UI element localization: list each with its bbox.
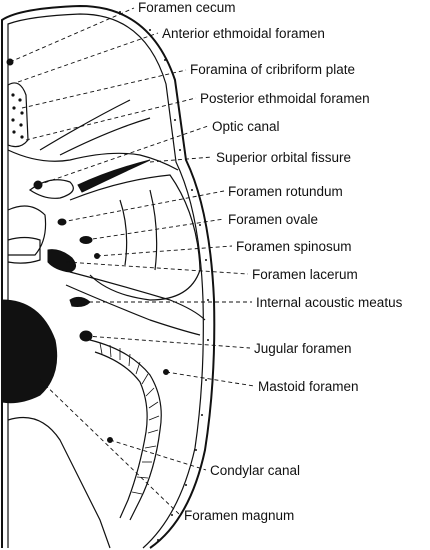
label-foramen-cecum: Foramen cecum (138, 0, 236, 15)
cribriform-plate (7, 82, 29, 148)
label-condylar-canal: Condylar canal (210, 463, 300, 478)
label-anterior-ethmoidal-foramen: Anterior ethmoidal foramen (162, 26, 325, 41)
label-internal-acoustic-meatus: Internal acoustic meatus (256, 295, 403, 310)
leader-foramen-magnum (39, 379, 181, 516)
sella-turcica (7, 205, 47, 256)
leader-superior-orbital-fissure (149, 156, 213, 163)
leader-foramen-ovale (85, 218, 225, 241)
leader-foramen-spinosum (96, 245, 233, 257)
label-foramen-rotundum: Foramen rotundum (228, 184, 343, 199)
leader-anterior-ethmoidal-foramen (17, 32, 159, 83)
orbital-roof-ridges (39, 99, 151, 156)
labels: Foramen cecum Anterior ethmoidal foramen… (138, 0, 403, 523)
label-posterior-ethmoidal-foramen: Posterior ethmoidal foramen (200, 91, 370, 106)
posterior-fossa-ridge (7, 416, 111, 549)
label-superior-orbital-fissure: Superior orbital fissure (216, 150, 351, 165)
skull-inner-contour (7, 13, 204, 549)
lesser-wing-edge (7, 149, 179, 171)
skull-outer-contour (0, 4, 216, 549)
label-mastoid-foramen: Mastoid foramen (258, 379, 359, 394)
leader-optic-canal (37, 125, 209, 186)
anterior-clinoid (28, 179, 74, 199)
leader-mastoid-foramen (165, 371, 255, 387)
skull-rim-stippling (119, 11, 209, 541)
label-foramen-magnum: Foramen magnum (184, 508, 294, 523)
leader-lines (9, 7, 255, 516)
cribriform-foramina (11, 93, 24, 139)
label-foramen-lacerum: Foramen lacerum (252, 267, 358, 282)
label-foramen-ovale: Foramen ovale (228, 212, 318, 227)
cranial-floor-illustration (0, 4, 216, 549)
sigmoid-sinus-groove-inner (94, 351, 148, 519)
petrous-ridge (69, 271, 206, 321)
middle-fossa-contour (69, 174, 201, 301)
foramen-lacerum-mark (47, 249, 76, 273)
petrous-posterior-surface (65, 284, 201, 336)
leader-foramina-cribriform-plate (21, 69, 187, 109)
label-jugular-foramen: Jugular foramen (254, 341, 352, 356)
foramen-magnum-mark (1, 299, 58, 404)
sigmoid-sinus-groove (89, 339, 162, 521)
leader-foramen-cecum (9, 7, 135, 63)
leader-foramen-lacerum (65, 261, 249, 275)
leader-condylar-canal (109, 439, 207, 471)
leader-posterior-ethmoidal-foramen (25, 97, 197, 141)
label-optic-canal: Optic canal (212, 119, 280, 134)
label-foramen-spinosum: Foramen spinosum (236, 239, 352, 254)
sinus-hatching (99, 342, 160, 495)
label-foramina-cribriform-plate: Foramina of cribriform plate (190, 62, 355, 77)
dorsum-sellae (7, 236, 41, 264)
middle-fossa-ridges (119, 189, 158, 271)
superior-orbital-fissure-mark (77, 159, 151, 193)
